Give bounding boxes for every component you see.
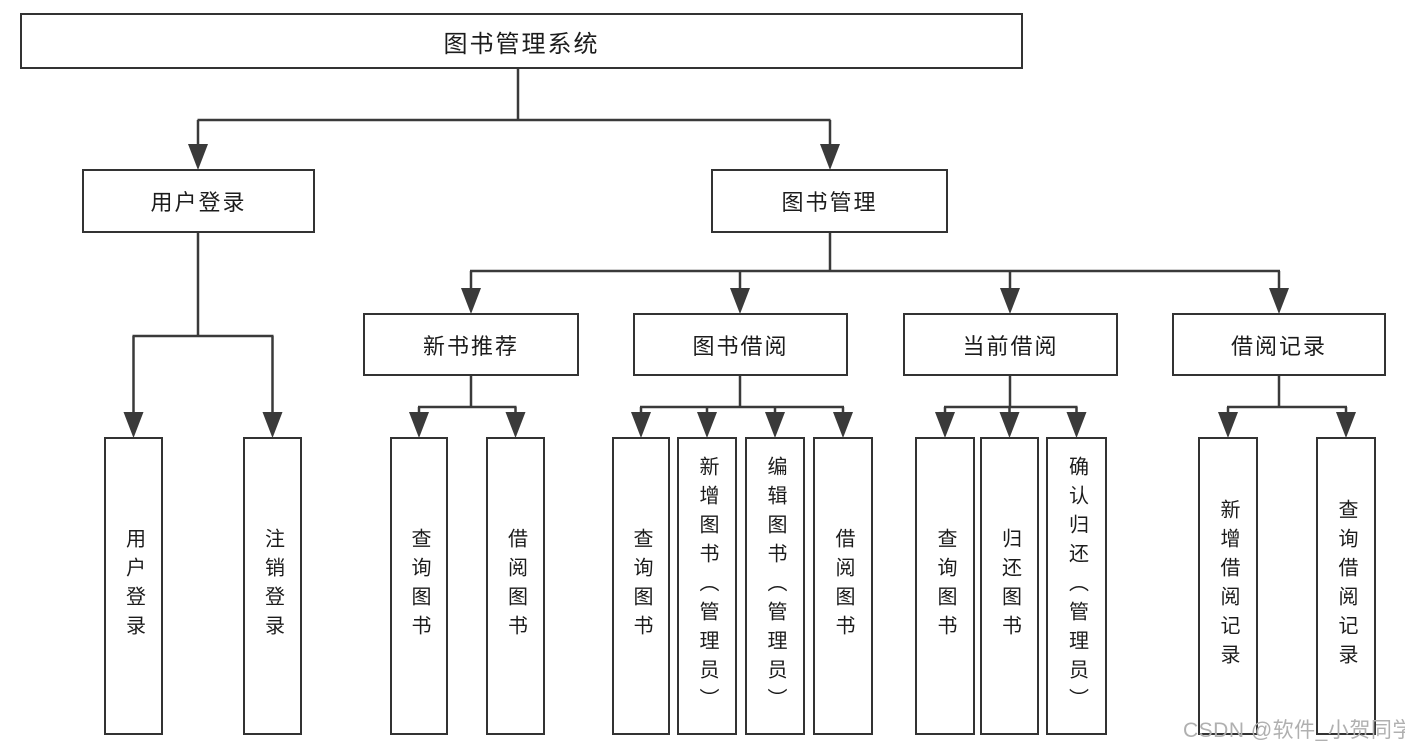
leaf-borrow-books: 借阅图书	[813, 437, 873, 735]
connector-book-management	[469, 233, 1281, 291]
node-current-borrow: 当前借阅	[903, 313, 1118, 376]
leaf-edit-book-admin: 编辑图书（管理员）	[745, 437, 805, 735]
leaf-confirm-return-admin: 确认归还（管理员）	[1046, 437, 1107, 735]
node-new-book-recommend: 新书推荐	[363, 313, 579, 376]
connector-book-borrow	[639, 376, 845, 413]
leaf-query-books-recommend: 查询图书	[390, 437, 448, 735]
connector-root	[196, 69, 832, 146]
leaf-return-books: 归还图书	[980, 437, 1039, 735]
connector-borrow-records	[1226, 376, 1348, 413]
node-book-borrow: 图书借阅	[633, 313, 848, 376]
connector-user-login	[132, 233, 274, 414]
leaf-query-borrow-record: 查询借阅记录	[1316, 437, 1376, 735]
connector-new-book-recommend	[417, 376, 517, 413]
leaf-borrow-books-recommend: 借阅图书	[486, 437, 545, 735]
leaf-user-login: 用户登录	[104, 437, 163, 735]
leaf-logout: 注销登录	[243, 437, 302, 735]
node-library-management-system: 图书管理系统	[20, 13, 1023, 69]
leaf-query-books-current: 查询图书	[915, 437, 975, 735]
csdn-watermark: CSDN @软件_小贺同学	[1183, 719, 1405, 742]
leaf-add-borrow-record: 新增借阅记录	[1198, 437, 1258, 735]
leaf-query-books-borrow: 查询图书	[612, 437, 670, 735]
node-user-login: 用户登录	[82, 169, 315, 233]
node-book-management: 图书管理	[711, 169, 948, 233]
connector-current-borrow	[943, 376, 1078, 413]
leaf-add-book-admin: 新增图书（管理员）	[677, 437, 737, 735]
node-borrow-records: 借阅记录	[1172, 313, 1386, 376]
